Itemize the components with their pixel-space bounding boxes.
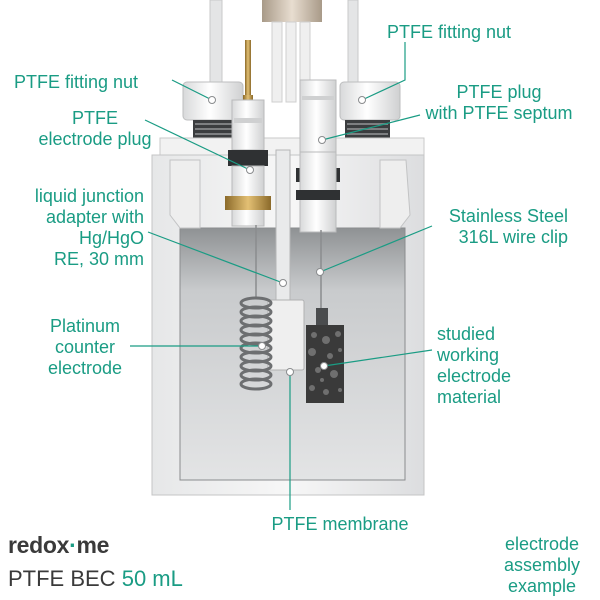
septum-plug-shape xyxy=(296,79,340,233)
electrode-plug-shape xyxy=(225,99,271,227)
product-title: PTFE BEC 50 mL xyxy=(8,566,183,591)
platinum-coil-shape xyxy=(239,225,273,391)
top-tubes xyxy=(209,0,359,103)
label-assembly-example: electrode assembly example xyxy=(503,534,581,596)
leader-lines xyxy=(130,42,433,510)
label-wire-clip: Stainless Steel 316L wire clip xyxy=(448,206,568,247)
label-membrane: PTFE membrane xyxy=(271,514,409,534)
label-liquid-junction: liquid junction adapter with Hg/HgO RE, … xyxy=(34,186,144,269)
reference-electrode-shape xyxy=(267,149,305,371)
label-fitting-nut-right: PTFE fitting nut xyxy=(387,22,512,42)
leader-dots xyxy=(208,96,366,376)
label-fitting-nut-left: PTFE fitting nut xyxy=(14,72,139,92)
label-working-electrode: studied working electrode material xyxy=(437,324,512,407)
brand-logo: redox·me xyxy=(8,532,110,558)
label-counter-electrode: Platinum counter electrode xyxy=(47,316,123,378)
fitting-nut-shapes xyxy=(159,81,425,157)
brass-pin xyxy=(243,40,253,103)
label-septum-plug: PTFE plug with PTFE septum xyxy=(425,82,573,123)
label-electrode-plug: PTFE electrode plug xyxy=(38,108,152,149)
